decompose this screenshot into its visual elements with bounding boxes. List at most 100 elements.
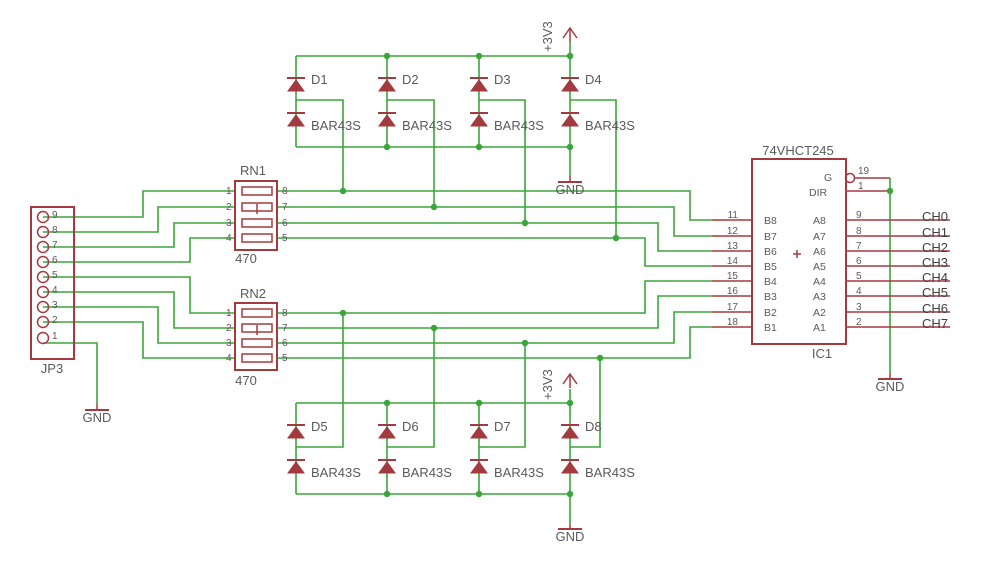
channel-label: CH4 (922, 270, 948, 285)
resistor-element (241, 308, 273, 318)
rn-pin-left: 4 (226, 353, 232, 364)
ic-pin-number-right: 5 (856, 271, 862, 282)
channel-label: CH7 (922, 316, 948, 331)
diode-part-label: BAR43S (402, 118, 452, 133)
junction-dot (566, 399, 574, 407)
connector-jp3-body (30, 206, 75, 360)
gnd-label-ic: GND (876, 379, 905, 394)
diode-tap-bottom (387, 328, 435, 448)
ic-pin-name-left: B7 (764, 231, 777, 243)
diode-part-label: BAR43S (494, 118, 544, 133)
connector-pin-number: 2 (52, 315, 58, 326)
net-jp3 (43, 306, 236, 344)
resistor-element (241, 186, 273, 196)
diode-label: D4 (585, 72, 602, 87)
connector-pin-number: 3 (52, 300, 58, 311)
net-jp8 (43, 206, 236, 233)
diode-triangle (470, 79, 488, 92)
junction-dot (475, 52, 483, 60)
diode-triangle (378, 114, 396, 127)
junction-dot (383, 52, 391, 60)
diode-triangle (287, 114, 305, 127)
junction-dot (566, 490, 574, 498)
gnd-symbol (558, 523, 582, 530)
rn-pin-right: 7 (282, 323, 288, 334)
resistor-network-body (234, 302, 278, 371)
ic-pin-number-right: 3 (856, 302, 862, 313)
components (30, 26, 950, 530)
connector-pin-number: 8 (52, 225, 58, 236)
rn-pin-left: 3 (226, 218, 232, 229)
junction-dot (383, 490, 391, 498)
junction-dot (566, 143, 574, 151)
rn-value: 470 (235, 251, 257, 266)
connector-name: JP3 (41, 361, 63, 376)
diode-triangle (561, 79, 579, 92)
diode-triangle (561, 114, 579, 127)
junction-dot (886, 187, 894, 195)
connector-pin (36, 300, 50, 314)
rn-pin-left: 4 (226, 233, 232, 244)
diode-triangle (378, 79, 396, 92)
ic-pin-name-right: A8 (813, 215, 826, 227)
diode-triangle (378, 461, 396, 474)
ic-pin-name-right: A5 (813, 261, 826, 273)
diode-triangle (561, 426, 579, 439)
diode-part-label: BAR43S (311, 465, 361, 480)
ic-pin-number-dir: 1 (858, 181, 864, 192)
net-b4 (277, 280, 712, 314)
channel-label: CH6 (922, 301, 948, 316)
channel-label: CH2 (922, 240, 948, 255)
net-b7 (277, 206, 712, 237)
ic-pin-name-right: A4 (813, 276, 826, 288)
connector-pin (36, 270, 50, 284)
diode-label: D6 (402, 419, 419, 434)
net-b8 (277, 190, 712, 221)
diode-triangle (287, 426, 305, 439)
rn-pin-right: 8 (282, 186, 288, 197)
rn-name: RN1 (240, 163, 266, 178)
supply-label-top: +3V3 (540, 21, 555, 52)
resistor-element (241, 233, 273, 243)
diode-part-label: BAR43S (311, 118, 361, 133)
net-jp7 (43, 222, 236, 248)
ic-pin-name-left: B5 (764, 261, 777, 273)
junction-dot (383, 143, 391, 151)
ic-pin-name-right: A7 (813, 231, 826, 243)
diode-label: D8 (585, 419, 602, 434)
junctions (339, 52, 894, 498)
junction-dot (339, 187, 347, 195)
connector-pin (36, 285, 50, 299)
ic-name: IC1 (812, 346, 832, 361)
supply-arrow (562, 26, 578, 42)
ic-pin-name-left: B3 (764, 291, 777, 303)
ic-pin-number-right: 7 (856, 241, 862, 252)
ic-pin-number-left: 17 (727, 302, 739, 313)
junction-dot (521, 339, 529, 347)
diode-triangle (470, 114, 488, 127)
ic-pin-name-right: A6 (813, 246, 826, 258)
gnd-symbol (558, 176, 582, 183)
rn-name: RN2 (240, 286, 266, 301)
connector-pin-number: 9 (52, 210, 58, 221)
diode-label: D3 (494, 72, 511, 87)
gnd-symbol (878, 373, 902, 380)
ic-pin-number-g: 19 (858, 166, 870, 177)
diode-tap-bottom (570, 358, 601, 448)
gnd-label-top: GND (556, 182, 585, 197)
diode-triangle (561, 461, 579, 474)
junction-dot (430, 324, 438, 332)
diode-tap-bottom (479, 343, 526, 448)
net-jp5 (43, 276, 236, 314)
diode-label: D1 (311, 72, 328, 87)
diode-triangle (470, 426, 488, 439)
ic-pin-name-left: B2 (764, 307, 777, 319)
connector-pin-number: 6 (52, 255, 58, 266)
diode-tap-top (296, 99, 344, 191)
junction-dot (475, 490, 483, 498)
diode-label: D5 (311, 419, 328, 434)
ic-pin-number-right: 2 (856, 317, 862, 328)
connector-pin (36, 331, 50, 345)
diode-tap-top (479, 99, 526, 223)
